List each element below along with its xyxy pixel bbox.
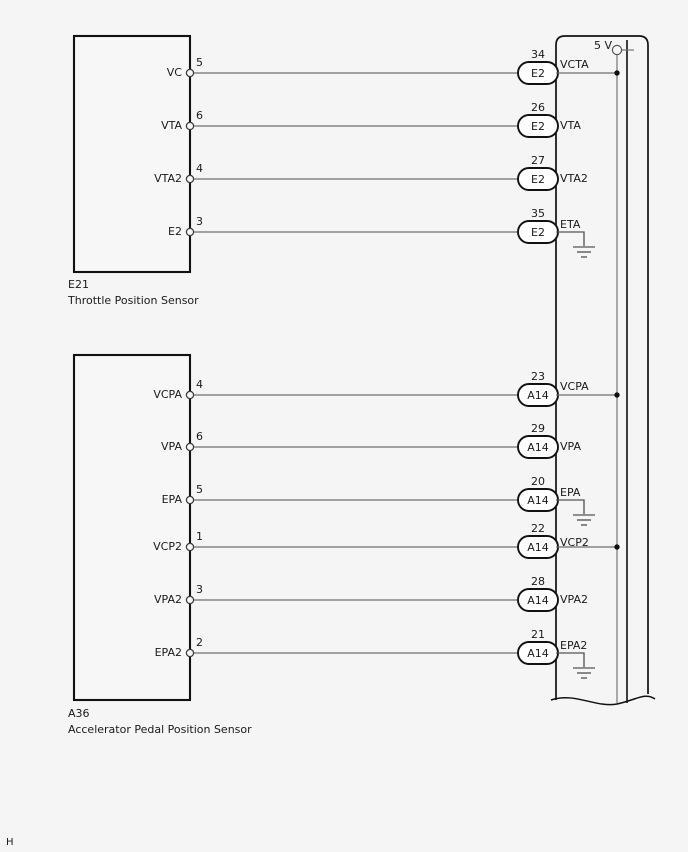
row-epa2: EPA2 2 21 A14 EPA2 [155, 628, 595, 679]
ecu-terminal-number-vpa2: 28 [531, 575, 545, 588]
supply-5v-label: 5 V [594, 39, 612, 52]
ecu-terminal-number-vta: 26 [531, 101, 545, 114]
pin-label-vta: VTA [161, 119, 182, 132]
row-vta: VTA 6 26 E2 VTA [161, 101, 581, 138]
ground-lead-eta [556, 231, 585, 246]
pin-terminal-vta [185, 121, 195, 131]
pin-number-vta: 6 [196, 109, 203, 122]
junction-dot-vcpa [614, 392, 620, 398]
pin-number-vpa2: 3 [196, 583, 203, 596]
ecu-terminal-number-vta2: 27 [531, 154, 545, 167]
ecu-signal-label-vpa: VPA [560, 440, 581, 453]
ecu-signal-label-epa2: EPA2 [560, 639, 587, 652]
pin-label-vta2: VTA2 [154, 172, 182, 185]
ecu-signal-label-vcta: VCTA [560, 58, 589, 71]
footer-page-mark: H [6, 837, 14, 848]
throttle-position-sensor-body [72, 34, 192, 274]
component-name-e21: Throttle Position Sensor [67, 294, 199, 307]
pin-terminal-vcp2 [185, 542, 195, 552]
pin-terminal-epa [185, 495, 195, 505]
ecu-signal-label-vta2: VTA2 [560, 172, 588, 185]
row-vpa: VPA 6 29 A14 VPA [161, 422, 581, 459]
pin-number-e2: 3 [196, 215, 203, 228]
pin-label-epa2: EPA2 [155, 646, 182, 659]
component-code-e21: E21 [68, 278, 89, 291]
pin-label-vcp2: VCP2 [153, 540, 182, 553]
pin-terminal-epa2 [185, 648, 195, 658]
component-code-a36: A36 [68, 707, 90, 720]
connector-label-vpa2: A14 [527, 594, 549, 607]
ecu-panel [550, 35, 656, 706]
ecu-signal-label-vcpa: VCPA [560, 380, 589, 393]
pin-label-vcpa: VCPA [153, 388, 182, 401]
ground-icon-epa [573, 514, 595, 526]
pin-number-vpa: 6 [196, 430, 203, 443]
row-epa: EPA 5 20 A14 EPA [162, 475, 595, 526]
pin-terminal-vcpa [185, 390, 195, 400]
ground-lead-epa [556, 499, 585, 514]
ecu-terminal-number-vpa: 29 [531, 422, 545, 435]
pin-number-vcp2: 1 [196, 530, 203, 543]
pin-label-e2: E2 [168, 225, 182, 238]
connector-label-vcta: E2 [531, 67, 545, 80]
supply-5v-terminal-icon [611, 44, 623, 56]
pin-label-vpa: VPA [161, 440, 182, 453]
connector-label-vcp2: A14 [527, 541, 549, 554]
ecu-terminal-number-vcpa: 23 [531, 370, 545, 383]
ecu-signal-label-epa: EPA [560, 486, 581, 499]
pin-label-vpa2: VPA2 [154, 593, 182, 606]
connector-pill-vta [517, 114, 559, 138]
ecu-signal-label-vcp2: VCP2 [560, 536, 589, 549]
ground-icon-eta [573, 246, 595, 258]
row-vc: VC 5 34 E2 VCTA [167, 48, 620, 85]
pin-number-vc: 5 [196, 56, 203, 69]
throttle-position-sensor: VC 5 34 E2 VCTA VTA 6 26 E2 VTA [67, 34, 620, 307]
row-e2: E2 3 35 E2 ETA [168, 207, 595, 258]
connector-pill-vpa2 [517, 588, 559, 612]
connector-pill-vta2 [517, 167, 559, 191]
connector-label-eta: E2 [531, 226, 545, 239]
accelerator-pedal-position-sensor-body [72, 353, 192, 702]
connector-label-vta: E2 [531, 120, 545, 133]
ecu-torn-bottom-edge [550, 695, 656, 706]
pin-number-epa2: 2 [196, 636, 203, 649]
junction-dot-vcta [614, 70, 620, 76]
ecu-inner-outline [555, 35, 649, 700]
row-vta2: VTA2 4 27 E2 VTA2 [154, 154, 588, 191]
component-name-a36: Accelerator Pedal Position Sensor [68, 723, 252, 736]
ecu-terminal-number-vcp2: 22 [531, 522, 545, 535]
pin-label-epa: EPA [162, 493, 183, 506]
row-vcp2: VCP2 1 22 A14 VCP2 [153, 522, 620, 559]
pin-terminal-vc [185, 68, 195, 78]
junction-dot-vcp2 [614, 544, 620, 550]
pin-terminal-e2 [185, 227, 195, 237]
pin-number-epa: 5 [196, 483, 203, 496]
supply-5v: 5 V [594, 39, 634, 703]
connector-label-vpa: A14 [527, 441, 549, 454]
connector-label-vta2: E2 [531, 173, 545, 186]
ground-icon-epa2 [573, 667, 595, 679]
pin-number-vcpa: 4 [196, 378, 203, 391]
connector-label-vcpa: A14 [527, 389, 549, 402]
connector-label-epa2: A14 [527, 647, 549, 660]
ecu-signal-label-eta: ETA [560, 218, 581, 231]
accelerator-pedal-position-sensor: VCPA 4 23 A14 VCPA VPA 6 29 A14 VP [68, 353, 620, 736]
row-vcpa: VCPA 4 23 A14 VCPA [153, 370, 620, 407]
ecu-terminal-number-epa2: 21 [531, 628, 545, 641]
pin-number-vta2: 4 [196, 162, 203, 175]
ecu-terminal-number-eta: 35 [531, 207, 545, 220]
pin-terminal-vta2 [185, 174, 195, 184]
connector-label-epa: A14 [527, 494, 549, 507]
ecu-terminal-number-epa: 20 [531, 475, 545, 488]
ecu-signal-label-vta: VTA [560, 119, 581, 132]
ecu-terminal-number-vcta: 34 [531, 48, 545, 61]
ecu-signal-label-vpa2: VPA2 [560, 593, 588, 606]
row-vpa2: VPA2 3 28 A14 VPA2 [154, 575, 588, 612]
ground-lead-epa2 [556, 652, 585, 667]
pin-label-vc: VC [167, 66, 183, 79]
pin-terminal-vpa [185, 442, 195, 452]
connector-pill-vpa [517, 435, 559, 459]
pin-terminal-vpa2 [185, 595, 195, 605]
